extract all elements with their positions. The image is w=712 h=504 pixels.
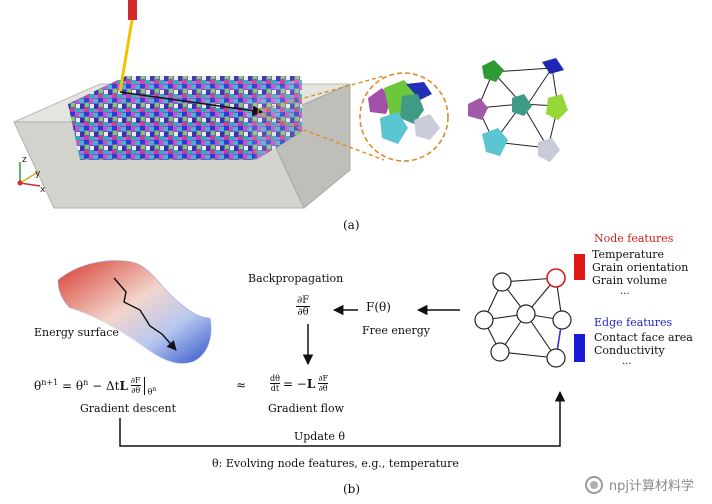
update-feedback-arrow	[119, 390, 566, 447]
gradient-flow-label: Gradient flow	[268, 402, 345, 415]
graph-node	[492, 272, 512, 292]
axis-x-label: x	[40, 185, 46, 195]
panel-a-label: (a)	[343, 218, 360, 232]
grain-build-block	[68, 76, 302, 160]
edge-features-title: Edge features	[594, 316, 673, 329]
watermark: npj计算材料学	[584, 475, 694, 494]
node-features-title: Node features	[594, 232, 674, 245]
approx-symbol: ≈	[236, 378, 247, 392]
descent-path	[113, 277, 177, 351]
zoom-line-bottom	[263, 114, 385, 161]
axis-y-label: y	[35, 169, 41, 179]
energy-surface-plot	[57, 260, 212, 364]
axis-z-label: z	[22, 155, 27, 165]
gradient-descent-label: Gradient descent	[80, 402, 177, 415]
free-energy-label: Free energy	[362, 324, 431, 337]
node-feature-item: Grain orientation	[592, 261, 689, 274]
graph-node-highlight	[546, 268, 566, 288]
graph-node	[516, 304, 536, 324]
node-feature-bar	[574, 254, 585, 280]
laser-beam	[118, 0, 137, 93]
graph-node	[552, 310, 572, 330]
edge-feature-bar	[574, 334, 585, 362]
feature-graph	[474, 268, 572, 368]
energy-surface-label: Energy surface	[34, 326, 119, 339]
coordinate-axes: z y x	[17, 155, 46, 195]
update-theta-label: Update θ	[294, 430, 345, 443]
scan-direction-arrow	[119, 91, 264, 116]
graph-node	[474, 310, 494, 330]
zoom-origin	[257, 107, 267, 117]
node-feature-item: Grain volume	[592, 274, 668, 287]
backpropagation-label: Backpropagation	[248, 272, 344, 285]
free-energy-symbol: F(θ)	[366, 300, 391, 314]
node-feature-item: Temperature	[592, 248, 665, 261]
edge-feature-item: ...	[622, 356, 632, 367]
panel-b-label: (b)	[343, 482, 361, 496]
grain-graph	[468, 58, 568, 162]
watermark-text: npj计算材料学	[608, 479, 694, 494]
zoomed-grains	[368, 80, 440, 144]
gradient-descent-equation: θn+1 = θn − ΔtL ∂F∂θ θn	[34, 376, 157, 397]
graph-node	[546, 348, 566, 368]
evolving-features-label: θ: Evolving node features, e.g., tempera…	[212, 457, 459, 470]
wechat-logo-icon	[584, 475, 603, 494]
free-energy-derivative: ∂F ∂θ	[296, 295, 311, 318]
edge-feature-item: Contact face area	[594, 331, 693, 344]
edge-feature-item: Conductivity	[594, 344, 665, 357]
graph-node	[490, 342, 510, 362]
node-feature-item: ...	[620, 286, 630, 297]
